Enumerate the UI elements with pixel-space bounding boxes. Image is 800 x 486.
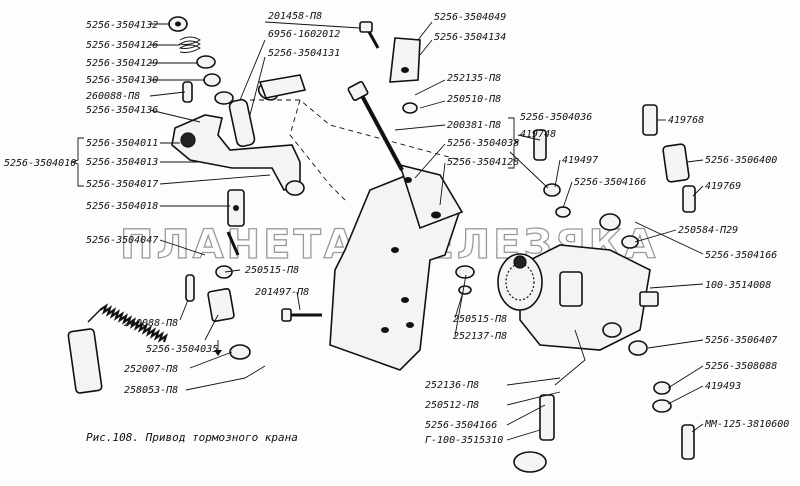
label-252007-p8: 252007-П8 [124, 364, 178, 375]
label-5256-3504035: 5256-3504035 [146, 344, 218, 355]
washer-part-3 [214, 91, 234, 105]
label-100-3514008: 100-3514008 [705, 280, 771, 291]
label-250515-p8-left: 250515-П8 [245, 265, 299, 276]
label-5256-3504013: 5256-3504013 [86, 157, 158, 168]
label-5256-3504011: 5256-3504011 [86, 138, 158, 149]
label-419497: 419497 [562, 155, 598, 166]
label-419748: 419748 [520, 129, 556, 140]
washer-part-2 [203, 73, 221, 87]
label-5256-3504129: 5256-3504129 [86, 58, 158, 69]
leader-lines [149, 21, 704, 441]
label-260088-p8-bottom: 260088-П8 [124, 318, 178, 329]
small-bolt [359, 21, 380, 49]
left-parts [168, 16, 305, 256]
label-5256-3504136: 5256-3504136 [86, 105, 158, 116]
label-mm-125-3810600: ММ-125-3810600 [704, 419, 789, 430]
bracket-plate [329, 163, 464, 371]
label-5256-3504126: 5256-3504126 [86, 40, 158, 51]
label-250515-p8-mid: 250515-П8 [453, 314, 507, 325]
label-250512-p8: 250512-П8 [425, 400, 479, 411]
label-419493: 419493 [705, 381, 741, 392]
label-5256-3504130: 5256-3504130 [86, 75, 158, 86]
label-5256-3508088: 5256-3508088 [705, 361, 777, 372]
lever-part [171, 114, 301, 191]
label-5256-3506400: 5256-3506400 [705, 155, 777, 166]
label-419769: 419769 [705, 181, 741, 192]
long-bolt [347, 80, 404, 171]
label-5256-3504166-right: 5256-3504166 [705, 250, 777, 261]
label-5256-3504036: 5256-3504036 [520, 112, 592, 123]
label-258053-p8: 258053-П8 [124, 385, 178, 396]
label-252136-p8: 252136-П8 [425, 380, 479, 391]
label-5256-3504131: 5256-3504131 [268, 48, 340, 59]
clamp-part [257, 37, 421, 114]
label-5256-3506407: 5256-3506407 [705, 335, 777, 346]
lever-hub [180, 132, 196, 148]
assembly-outline [250, 99, 461, 201]
label-5256-3504166-top: 5256-3504166 [574, 177, 646, 188]
label-6956-1602012: 6956-1602012 [268, 29, 340, 40]
label-252135-p8: 252135-П8 [447, 73, 501, 84]
label-252137-p8: 252137-П8 [453, 331, 507, 342]
label-g-100-3515310: Г-100-3515310 [425, 435, 503, 446]
part-labels: 5256-3504132 5256-3504126 5256-3504129 5… [4, 11, 789, 446]
label-419768: 419768 [668, 115, 704, 126]
label-5256-3504049: 5256-3504049 [434, 12, 506, 23]
brake-valve [497, 213, 659, 386]
sleeve-part [228, 98, 256, 148]
label-5256-3504010: 5256-3504010 [4, 158, 76, 169]
bushing-part [196, 55, 216, 69]
pedal-plate [67, 328, 103, 394]
label-201458-p8: 201458-П8 [268, 11, 322, 22]
label-201497-p8: 201497-П8 [255, 287, 309, 298]
bolt-201497 [281, 308, 322, 322]
label-5256-3504134: 5256-3504134 [434, 32, 506, 43]
group-brace-right [508, 117, 520, 169]
figure-caption: Рис.108. Привод тормозного крана [86, 431, 298, 444]
washer-mid [455, 265, 475, 279]
threaded-rod [226, 231, 240, 256]
return-spring [87, 303, 169, 343]
label-5256-3504038: 5256-3504038 [447, 138, 519, 149]
spring-small [178, 36, 201, 53]
label-5256-3504166-bottom: 5256-3504166 [425, 420, 497, 431]
washer-hole [175, 21, 181, 27]
fork-hole [233, 205, 239, 211]
label-5256-3504018: 5256-3504018 [86, 201, 158, 212]
lever-boss [285, 180, 305, 196]
label-250584-p29: 250584-П29 [678, 225, 738, 236]
label-5256-3504017: 5256-3504017 [86, 179, 158, 190]
label-200381-p8: 200381-П8 [447, 120, 501, 131]
label-5256-3504132: 5256-3504132 [86, 20, 158, 31]
lower-left-parts [67, 265, 266, 394]
label-5256-3504128: 5256-3504128 [447, 157, 519, 168]
label-250510-p8: 250510-П8 [447, 94, 501, 105]
washer-mid-2 [458, 285, 472, 295]
group-brace [70, 137, 84, 187]
label-5256-3504047: 5256-3504047 [86, 235, 158, 246]
label-260088-p8-top: 260088-П8 [86, 91, 140, 102]
